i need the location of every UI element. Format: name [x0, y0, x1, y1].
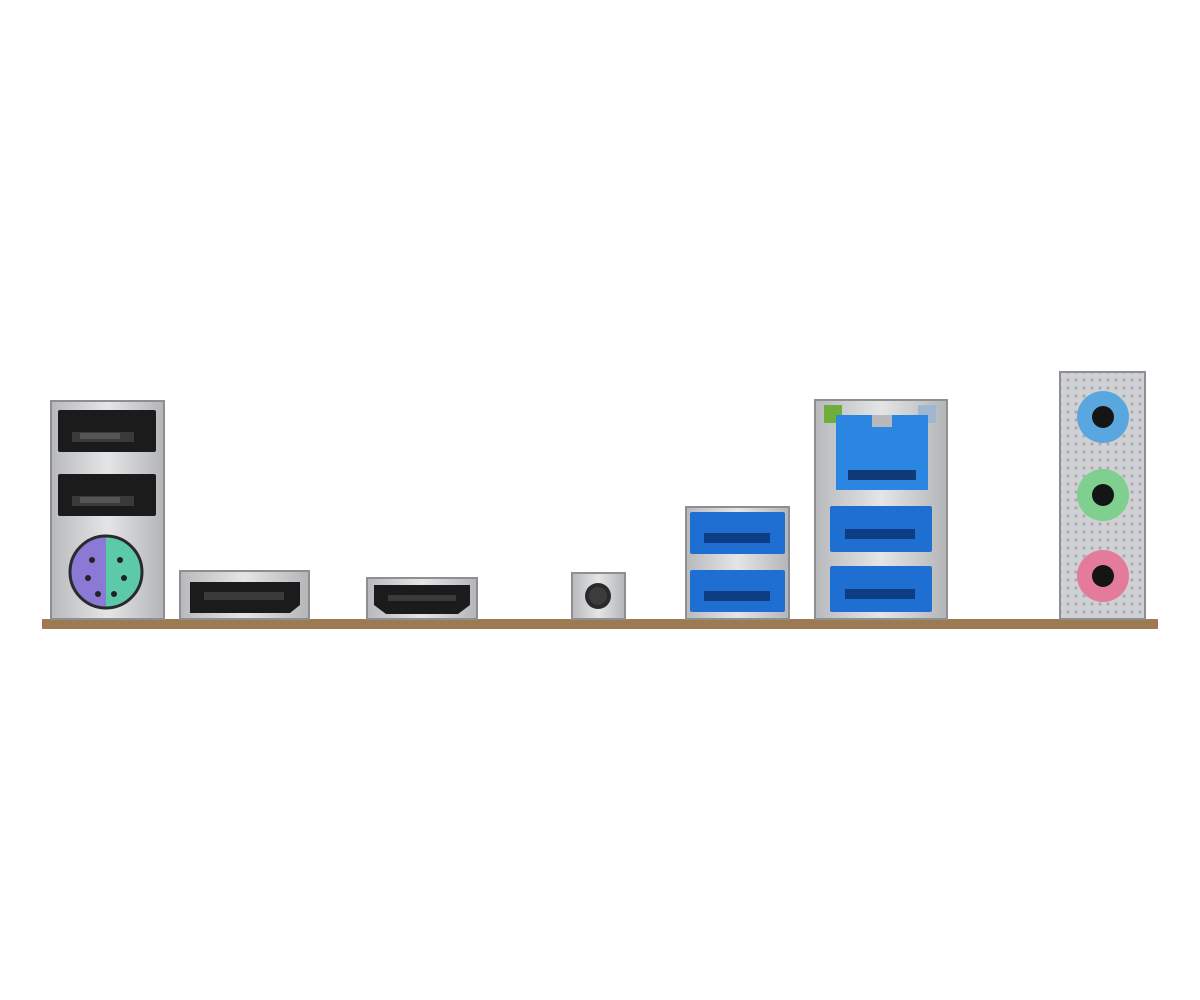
audio-jack-line-out[interactable]	[1077, 469, 1129, 521]
usb3-port-icon	[704, 591, 770, 601]
usb3-port-icon	[845, 529, 915, 539]
lan-usb3-stack	[814, 399, 948, 620]
hdmi-port[interactable]	[366, 577, 478, 620]
displayport[interactable]	[179, 570, 310, 620]
pcb-edge	[42, 619, 1158, 629]
audio-jack-mic[interactable]	[1077, 550, 1129, 602]
usb3-port-icon	[845, 589, 915, 599]
usb2-port-2[interactable]	[58, 474, 156, 516]
usb3-port-icon	[704, 533, 770, 543]
usb3-port-1[interactable]	[690, 512, 785, 554]
audio-jack-line-in[interactable]	[1077, 391, 1129, 443]
usb2-port-1[interactable]	[58, 410, 156, 452]
ps2-port[interactable]	[68, 534, 144, 610]
usb3-port-4[interactable]	[830, 566, 932, 612]
rj45-port[interactable]	[824, 405, 936, 490]
bios-button[interactable]	[571, 572, 626, 620]
audio-stack	[1059, 371, 1146, 620]
usb2-ps2-stack	[50, 400, 165, 620]
usb3-port-2[interactable]	[690, 570, 785, 612]
usb3-port-3[interactable]	[830, 506, 932, 552]
usb2-port-icon	[80, 497, 120, 503]
usb3-stack-left	[685, 506, 790, 620]
usb2-port-icon	[80, 433, 120, 439]
